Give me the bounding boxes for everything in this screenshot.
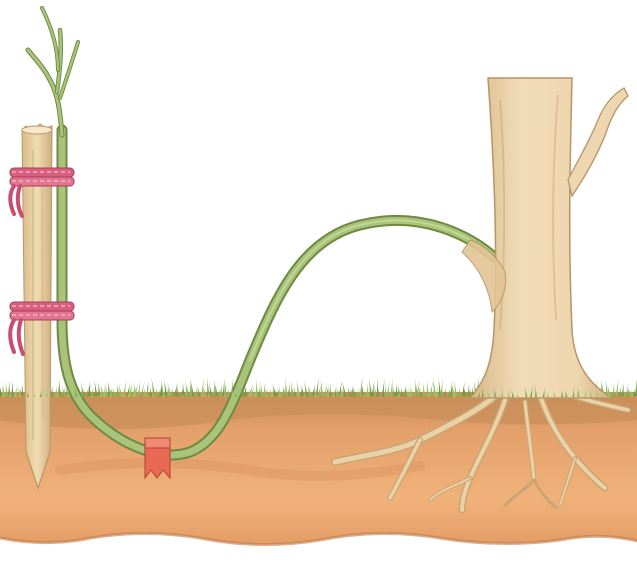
- tree-branch: [568, 88, 628, 196]
- grass-blade: [269, 387, 271, 396]
- grass-blade: [329, 383, 331, 396]
- tree-trunk: [470, 78, 612, 398]
- grass-blade: [384, 383, 386, 396]
- grass-blade: [144, 387, 146, 396]
- grass-blade: [279, 383, 281, 397]
- grass-blade: [469, 387, 471, 397]
- grass-blade: [11, 379, 13, 396]
- grass-blade: [171, 387, 173, 397]
- grass-blade: [103, 383, 105, 397]
- anchor-clip: [145, 438, 170, 478]
- grass-blade: [627, 383, 629, 397]
- grass-blade: [259, 386, 261, 397]
- grass-blade: [467, 382, 469, 396]
- grass-blade: [195, 386, 197, 396]
- sapling-tip: [28, 8, 78, 135]
